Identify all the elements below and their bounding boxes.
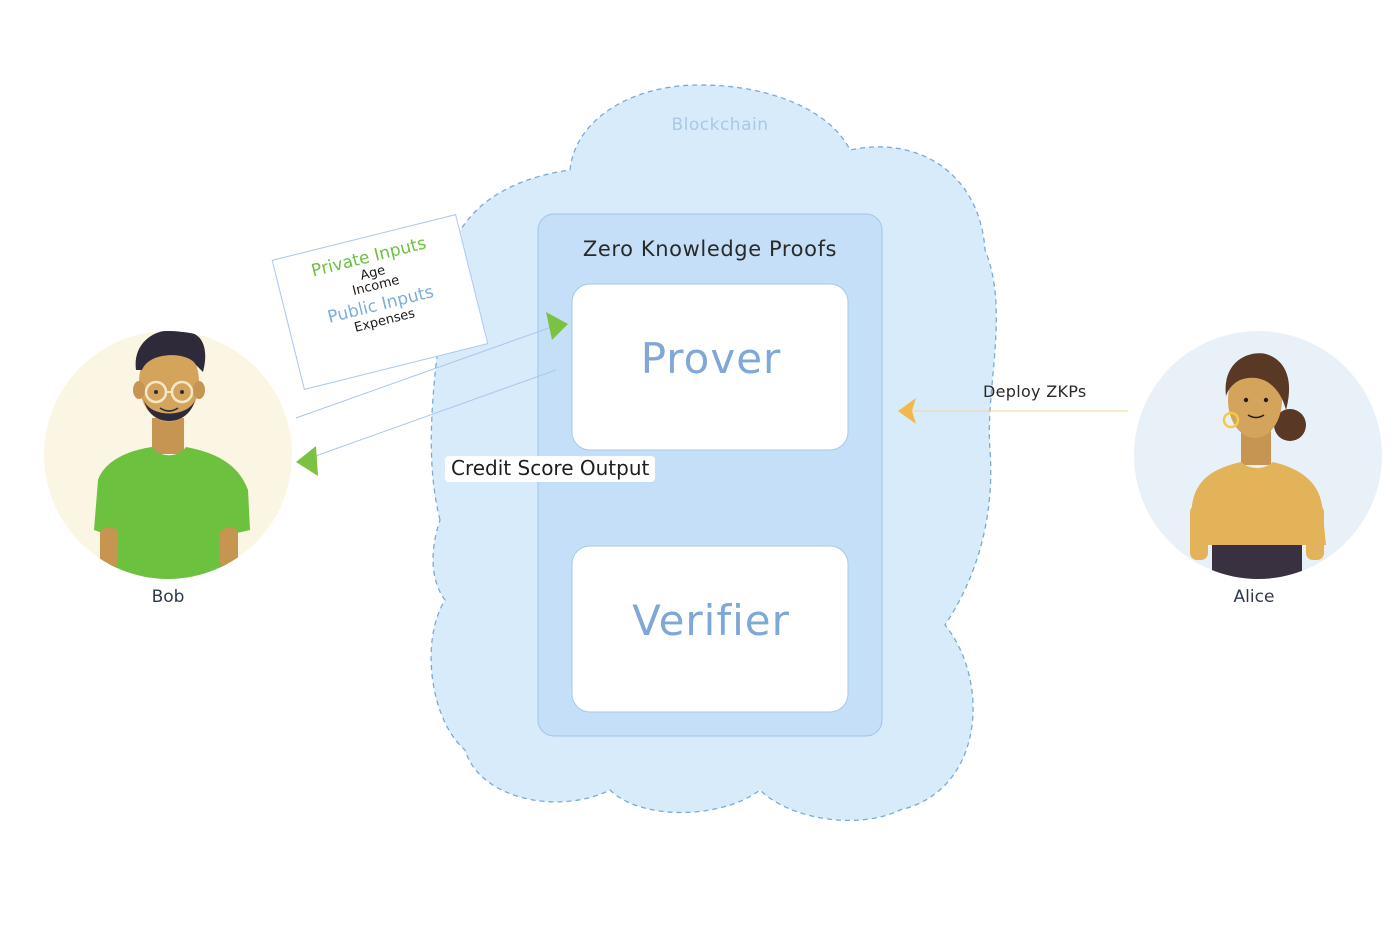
input-arrow <box>295 312 568 419</box>
bob-name: Bob <box>151 587 185 607</box>
deploy-arrow <box>898 398 1128 424</box>
alice-name: Alice <box>1233 587 1275 607</box>
credit-score-output-label: Credit Score Output <box>445 456 656 482</box>
blockchain-label: Blockchain <box>671 115 769 135</box>
deploy-zkps-label: Deploy ZKPs <box>983 382 1087 401</box>
prover-box[interactable] <box>571 283 849 451</box>
output-arrow <box>296 369 557 476</box>
verifier-label: Verifier <box>632 596 790 645</box>
prover-label: Prover <box>640 334 782 383</box>
verifier-box[interactable] <box>571 545 849 713</box>
zkp-title: Zero Knowledge Proofs <box>582 237 838 261</box>
alice-avatar <box>1134 331 1382 579</box>
bob-avatar <box>44 331 292 579</box>
